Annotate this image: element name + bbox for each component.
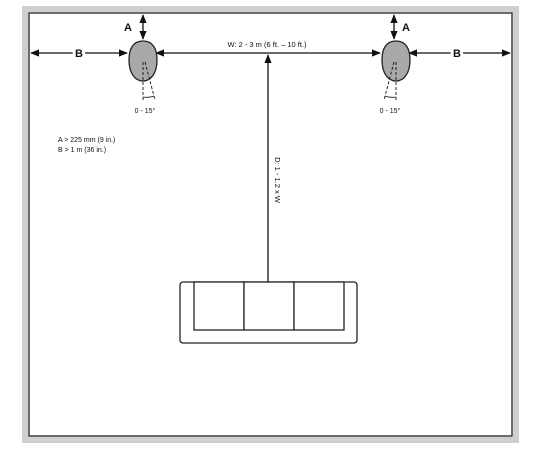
room-outer-border [22, 6, 519, 443]
left-speaker [128, 40, 158, 101]
legend-b: B > 1 m (36 in.) [58, 147, 106, 154]
right-speaker [381, 40, 411, 101]
room-wall [28, 12, 513, 437]
sofa [179, 281, 358, 344]
label-a-left: A [124, 22, 132, 34]
label-a-right: A [402, 22, 410, 34]
legend-a: A > 225 mm (9 in.) [58, 137, 115, 144]
label-distance: D: 1 - 1.2 x W [273, 157, 282, 204]
label-b-left: B [75, 48, 83, 60]
label-angle-right: 0 - 15° [380, 107, 401, 115]
label-width: W: 2 - 3 m (6 ft. – 10 ft.) [227, 40, 307, 49]
label-angle-left: 0 - 15° [135, 107, 156, 115]
label-b-right: B [453, 48, 461, 60]
